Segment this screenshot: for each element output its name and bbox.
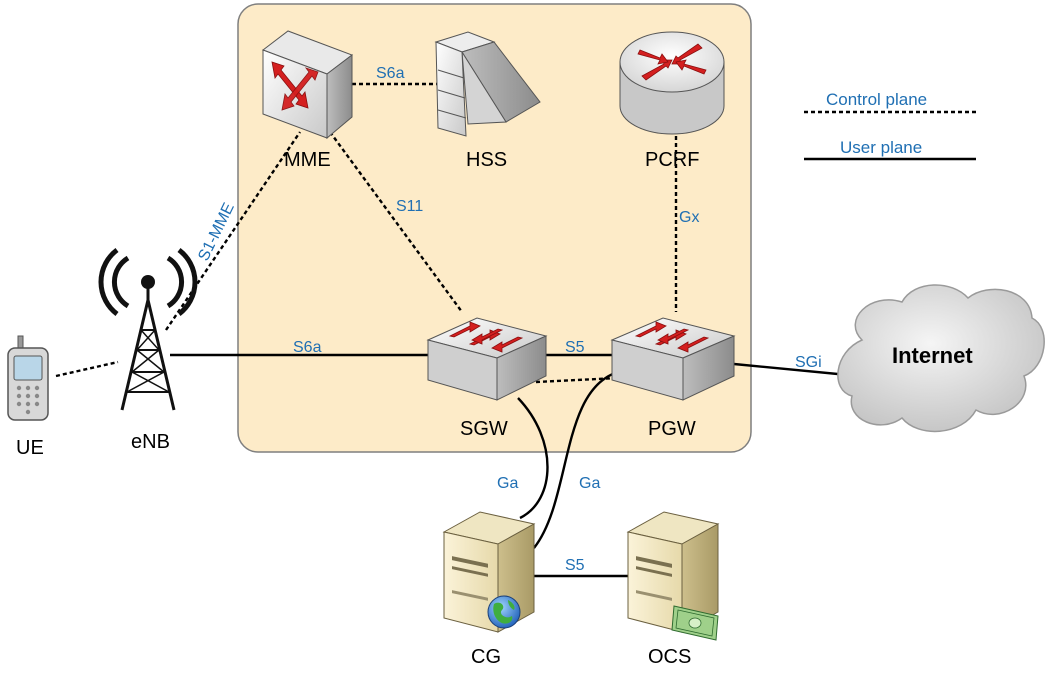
- hss-icon: [434, 31, 541, 137]
- legend-control-plane-label: Control plane: [826, 90, 927, 109]
- sgw-label: SGW: [460, 418, 508, 440]
- pcrf-router-icon: [619, 31, 725, 135]
- cg-label: CG: [471, 646, 501, 668]
- iface-mme-sgw-label: S11: [396, 198, 423, 215]
- iface-mme-hss-label: S6a: [376, 65, 405, 82]
- mme-label: MME: [284, 149, 331, 171]
- iface-sgw-pgw-label: S5: [565, 339, 585, 356]
- iface-pcrf-pgw-label: Gx: [679, 209, 699, 226]
- connections: [55, 82, 849, 578]
- link-sgw-cg: [517, 397, 549, 520]
- legend-user-plane-label: User plane: [840, 138, 922, 157]
- ue-phone-icon: [7, 335, 49, 421]
- pgw-label: PGW: [648, 418, 696, 440]
- enb-label: eNB: [131, 431, 170, 453]
- internet-cloud-icon: [837, 284, 1045, 433]
- ocs-server-icon: [626, 511, 720, 633]
- sgw-switch-icon: [426, 317, 548, 401]
- enb-tower-icon: [98, 248, 198, 411]
- ue-label: UE: [16, 437, 44, 459]
- internet-label: Internet: [892, 343, 973, 368]
- cg-server-icon: [442, 511, 536, 633]
- iface-enb-sgw-label: S6a: [293, 339, 322, 356]
- link-enb-mme: [165, 131, 301, 331]
- iface-pgw-cg-label: Ga: [579, 475, 600, 492]
- link-pgw-cg: [533, 370, 619, 549]
- iface-sgw-cg-label: Ga: [497, 475, 518, 492]
- link-mme-sgw: [329, 131, 463, 313]
- link-ue-enb: [55, 360, 119, 378]
- hss-label: HSS: [466, 149, 507, 171]
- iface-pgw-internet-label: SGi: [795, 354, 822, 371]
- link-pgw-internet: [733, 362, 849, 377]
- mme-icon: [261, 30, 354, 140]
- money-bill-icon: [671, 605, 719, 641]
- iface-cg-ocs-label: S5: [565, 557, 585, 574]
- ocs-label: OCS: [648, 646, 691, 668]
- legend: Control plane User plane: [804, 90, 976, 161]
- pgw-switch-icon: [610, 317, 736, 401]
- pcrf-label: PCRF: [645, 149, 699, 171]
